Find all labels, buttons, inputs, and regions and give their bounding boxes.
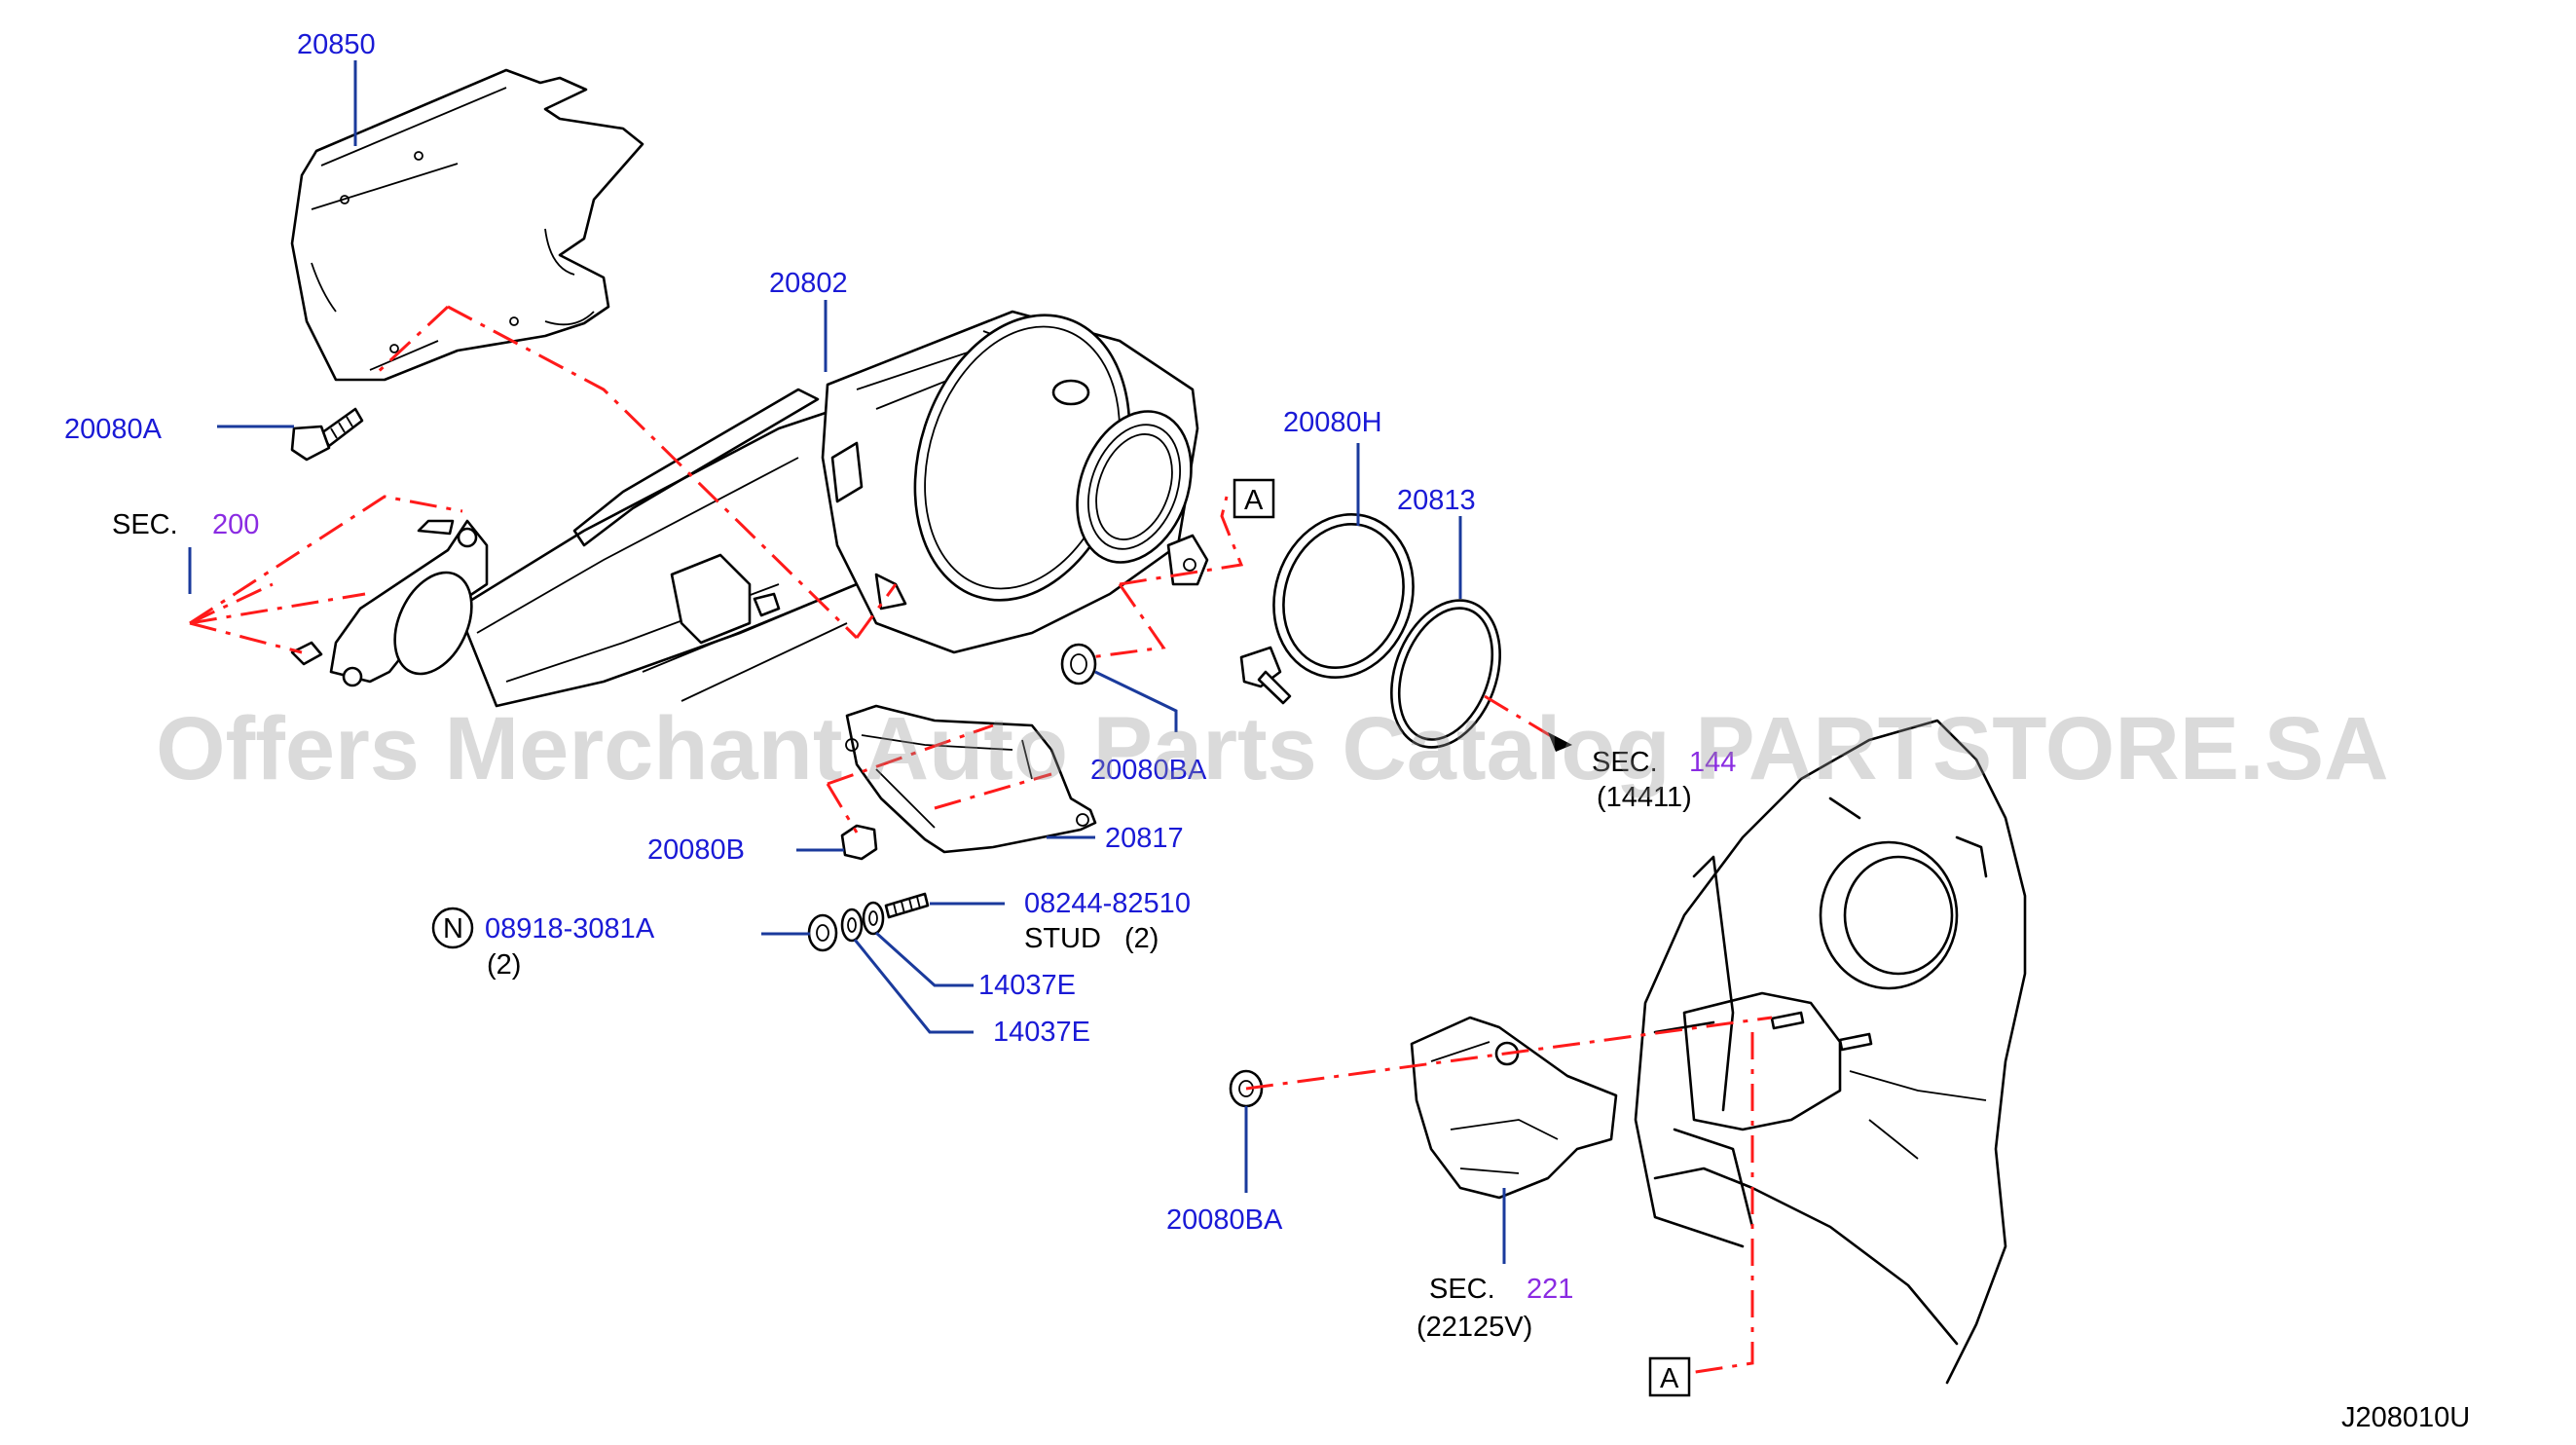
assembly-lines (189, 305, 1773, 1375)
stud-qty: (2) (1124, 923, 1159, 954)
catalytic-converter-drawing[interactable] (290, 287, 1211, 708)
sec-label-144: SEC. (1592, 747, 1658, 778)
sec-number-200[interactable]: 200 (212, 509, 259, 540)
ref-box-a-top (1233, 478, 1275, 519)
diagram-code: J208010U (2341, 1402, 2470, 1433)
part-label-20080h[interactable]: 20080H (1283, 407, 1382, 438)
washer-14037e-drawing-1[interactable] (862, 901, 885, 936)
part-label-14037e-2[interactable]: 14037E (993, 1017, 1090, 1048)
ref-box-a-bottom (1648, 1356, 1691, 1397)
sec-number-144[interactable]: 144 (1689, 747, 1736, 778)
washer-14037e-drawing-2[interactable] (840, 908, 864, 943)
heat-insulator-drawing[interactable] (290, 68, 644, 382)
part-label-20080a[interactable]: 20080A (64, 414, 163, 445)
nut-08918-drawing[interactable] (807, 913, 838, 952)
part-label-20817[interactable]: 20817 (1105, 823, 1184, 854)
sec-sub-22125v: (22125V) (1417, 1312, 1532, 1343)
turbo-heat-shield-drawing[interactable] (1410, 1016, 1618, 1200)
stud-label: STUD (1024, 923, 1101, 954)
bracket-20817-drawing[interactable] (845, 704, 1097, 854)
ref-marker-a-top: A (1244, 485, 1264, 516)
nut-20080ba-upper-drawing[interactable] (1060, 643, 1097, 685)
part-label-08244-82510[interactable]: 08244-82510 (1024, 888, 1191, 919)
part-label-20080ba-bottom[interactable]: 20080BA (1166, 1204, 1283, 1236)
clamp-20080h-drawing[interactable] (1239, 497, 1434, 705)
n-badge-circle (431, 907, 474, 949)
part-label-20813[interactable]: 20813 (1397, 485, 1476, 516)
nut-20080b-drawing[interactable] (840, 824, 878, 861)
watermark: Offers Merchant Auto Parts Catalog PARTS… (156, 699, 2389, 798)
sec-sub-14411: (14411) (1597, 782, 1692, 813)
n-badge: N (443, 913, 463, 945)
sec-label-221: SEC. (1429, 1274, 1495, 1305)
bolt-20080a-drawing[interactable] (290, 407, 364, 462)
sec-number-221[interactable]: 221 (1527, 1274, 1573, 1305)
engine-block-drawing[interactable] (1634, 719, 2027, 1385)
leader-lines (188, 60, 1506, 1264)
part-label-08918-3081a[interactable]: 08918-3081A (485, 913, 655, 945)
gasket-20813-drawing[interactable] (1372, 585, 1519, 762)
part-label-20802[interactable]: 20802 (769, 268, 848, 299)
ref-marker-a-bottom: A (1660, 1363, 1679, 1394)
stud-drawing[interactable] (884, 892, 930, 919)
part-label-20850[interactable]: 20850 (297, 29, 376, 60)
part-label-20080ba-top[interactable]: 20080BA (1090, 755, 1207, 786)
sec-label-200: SEC. (112, 509, 178, 540)
part-label-20080b[interactable]: 20080B (647, 834, 745, 866)
part-label-14037e-1[interactable]: 14037E (978, 970, 1076, 1001)
arrow-head (1548, 732, 1572, 752)
part-qty-08918: (2) (487, 949, 521, 981)
